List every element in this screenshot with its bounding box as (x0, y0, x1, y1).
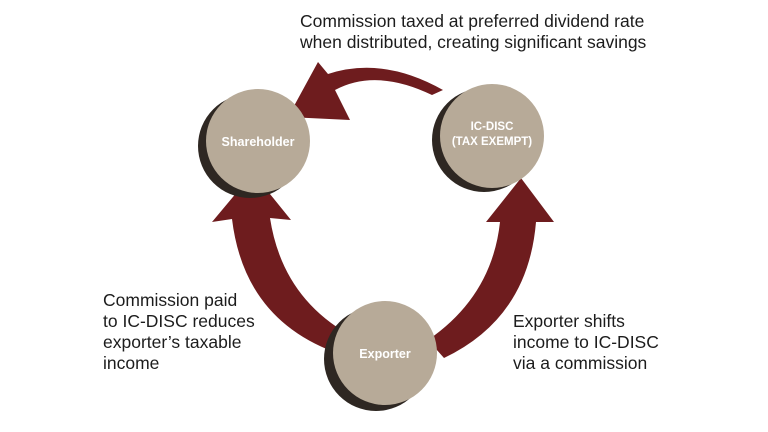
node-icdisc: IC-DISC (TAX EXEMPT) (432, 84, 544, 192)
caption-top: Commission taxed at preferred dividend r… (300, 11, 647, 52)
shareholder-label: Shareholder (222, 135, 295, 149)
arrow-exporter-to-shareholder (212, 173, 348, 352)
node-shareholder: Shareholder (198, 89, 310, 198)
icdisc-label-line2: (TAX EXEMPT) (452, 136, 532, 148)
node-exporter: Exporter (324, 301, 437, 411)
caption-left: Commission paid to IC-DISC reduces expor… (103, 290, 255, 373)
arrow-icdisc-to-shareholder (288, 62, 443, 120)
icdisc-label-line1: IC-DISC (471, 121, 514, 133)
caption-right: Exporter shifts income to IC-DISC via a … (513, 311, 659, 373)
exporter-label: Exporter (359, 347, 411, 361)
arrow-exporter-to-icdisc (428, 178, 554, 358)
